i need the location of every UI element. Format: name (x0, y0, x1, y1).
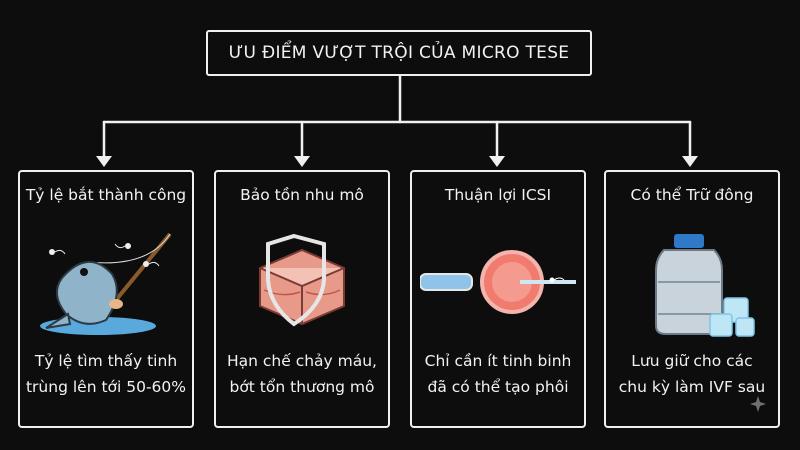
card-body-line: Lưu giữ cho các (631, 352, 753, 370)
card-cryopreservation: Có thể Trữ đông Lưu giữ cho các chu kỳ l… (604, 170, 780, 428)
diagram-title: ƯU ĐIỂM VƯỢT TRỘI CỦA MICRO TESE (206, 30, 592, 76)
card-tissue-preservation: Bảo tồn nhu mô Hạn chế chảy máu, bớt tổn… (214, 170, 390, 428)
card-body-line: chu kỳ làm IVF sau (618, 378, 766, 396)
fishing-fish-icon (40, 232, 172, 335)
icsi-egg-icon (420, 250, 576, 314)
card-body: Chỉ cần ít tinh binh đã có thể tạo phôi (416, 348, 580, 400)
card-body-line: trùng lên tới 50-60% (25, 378, 187, 396)
tissue-shield-icon (259, 233, 345, 327)
arrow-head-4 (682, 156, 698, 167)
card-body: Hạn chế chảy máu, bớt tổn thương mô (220, 348, 384, 400)
card-body-line: Chỉ cần ít tinh binh (424, 352, 572, 370)
card-body-line: đã có thể tạo phôi (427, 378, 569, 396)
card-body: Tỷ lệ tìm thấy tinh trùng lên tới 50-60% (24, 348, 188, 400)
card-success-rate: Tỷ lệ bắt thành công Tỷ lệ tìm thấy tinh… (18, 170, 194, 428)
card-body-line: Hạn chế chảy máu, (226, 352, 377, 370)
arrow-head-2 (294, 156, 310, 167)
card-heading: Tỷ lệ bắt thành công (25, 186, 187, 204)
card-heading: Thuận lợi ICSI (444, 186, 552, 204)
sparkle-icon (750, 396, 766, 412)
card-body-line: Tỷ lệ tìm thấy tinh (34, 352, 178, 370)
card-icsi-advantage: Thuận lợi ICSI Chỉ cần ít tinh binh đã c… (410, 170, 586, 428)
cryo-tank-icon (655, 234, 755, 337)
card-body-line: bớt tổn thương mô (229, 378, 375, 396)
card-heading: Bảo tồn nhu mô (240, 186, 364, 204)
card-body: Lưu giữ cho các chu kỳ làm IVF sau (610, 348, 774, 400)
arrow-head-1 (96, 156, 112, 167)
diagram-title-text: ƯU ĐIỂM VƯỢT TRỘI CỦA MICRO TESE (228, 43, 570, 63)
card-heading: Có thể Trữ đông (630, 186, 754, 204)
arrow-head-3 (489, 156, 505, 167)
